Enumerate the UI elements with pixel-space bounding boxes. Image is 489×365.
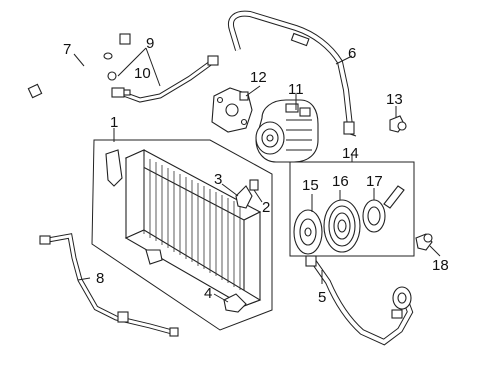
condenser-1 (105, 149, 262, 307)
callout-13: 13 (386, 91, 403, 108)
callout-5: 5 (318, 289, 326, 306)
condenser-group-outline (91, 139, 273, 331)
callout-4: 4 (204, 285, 212, 302)
callout-15: 15 (302, 177, 319, 194)
leader-lines (73, 47, 441, 303)
bracket-3 (235, 185, 253, 209)
callout-17: 17 (366, 173, 383, 190)
compressor-11 (255, 99, 319, 163)
o-ring-10 (107, 71, 117, 81)
bracket-12 (211, 87, 253, 133)
bracket-4 (223, 293, 247, 313)
pulley-15 (293, 209, 323, 255)
callout-9: 9 (146, 35, 154, 52)
callout-labels: 7 9 10 6 12 11 13 1 14 3 2 15 16 17 4 8 … (63, 35, 449, 306)
callout-2: 2 (262, 199, 270, 216)
hose-5 (305, 255, 414, 346)
clip-18 (415, 233, 433, 251)
callout-16: 16 (332, 173, 349, 190)
callout-10: 10 (134, 65, 151, 82)
callout-18: 18 (432, 257, 449, 274)
callout-3: 3 (214, 171, 222, 188)
bolt-2 (249, 179, 259, 191)
pipe-8 (39, 233, 179, 337)
coil-16 (323, 199, 361, 253)
hose-6 (228, 10, 357, 137)
callout-12: 12 (250, 69, 267, 86)
callout-7: 7 (63, 41, 71, 58)
tube-9 (107, 55, 219, 103)
clutch-hub-17 (362, 185, 405, 233)
callout-8: 8 (96, 270, 104, 287)
callout-1: 1 (110, 114, 118, 131)
callout-11: 11 (288, 81, 304, 98)
callout-14: 14 (342, 145, 359, 162)
clip-13 (389, 115, 407, 133)
callout-6: 6 (348, 45, 356, 62)
hose-7 (27, 33, 131, 99)
